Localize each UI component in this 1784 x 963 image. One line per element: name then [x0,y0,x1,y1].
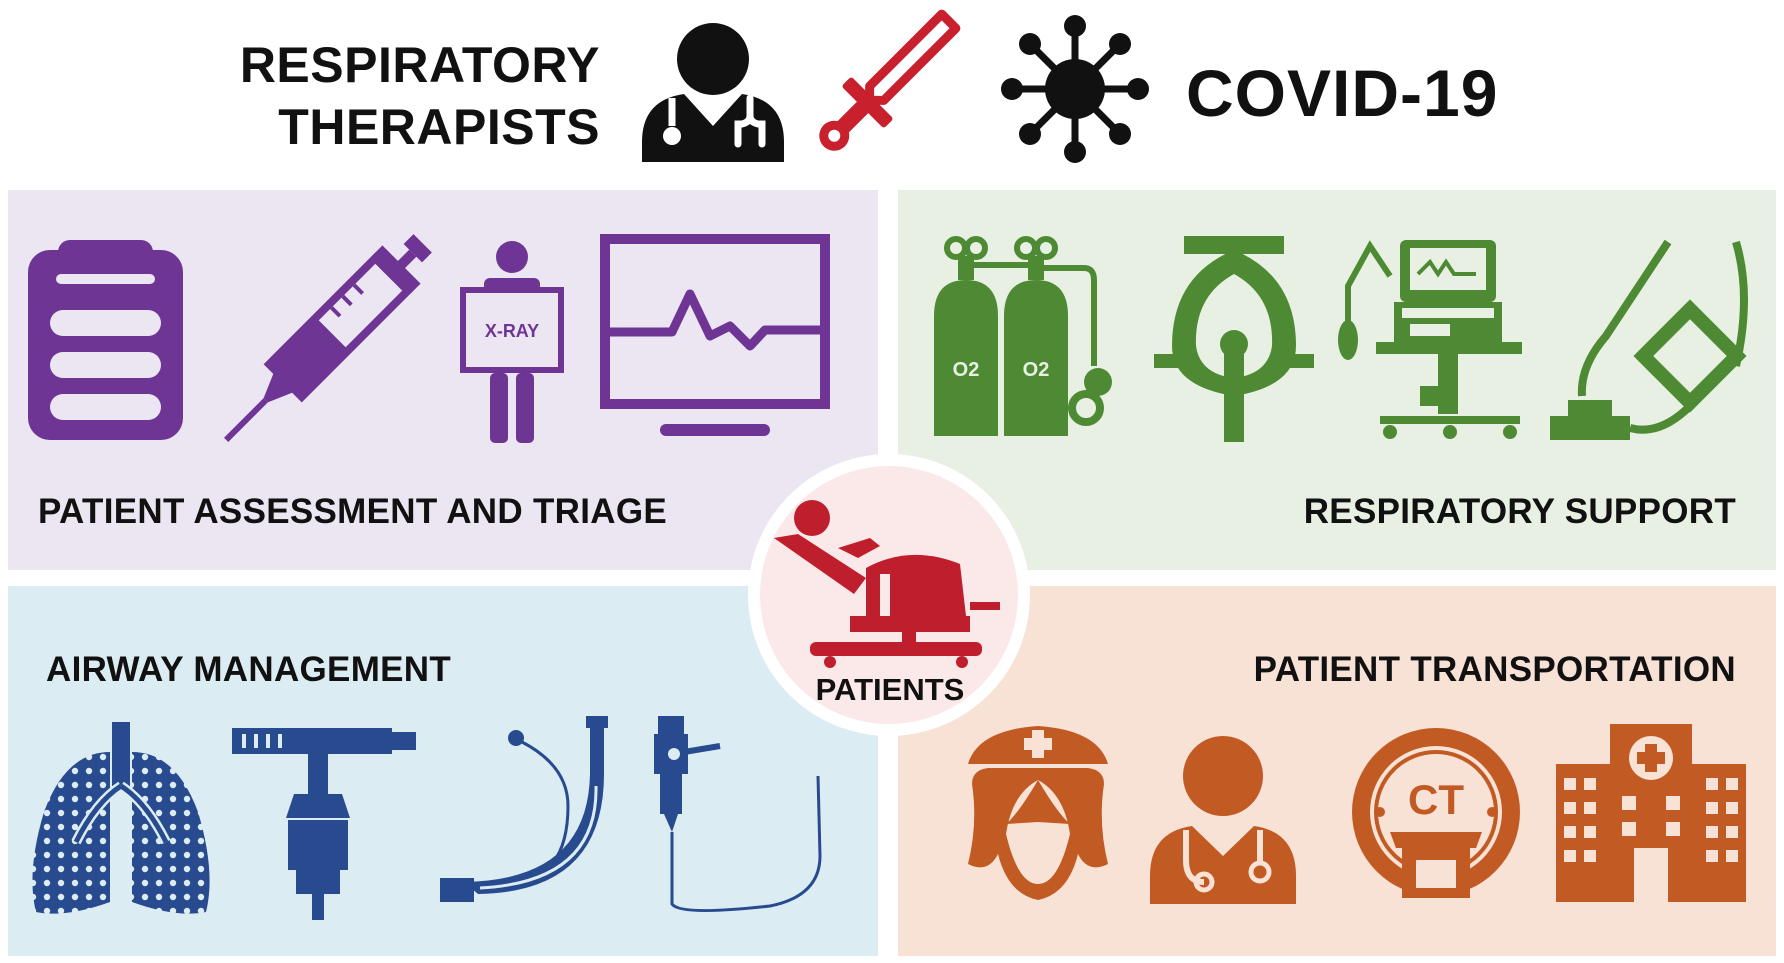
xray-icon: X-RAY [460,241,564,443]
assessment-label: PATIENT ASSESSMENT AND TRIAGE [38,492,668,531]
ct-label: CT [1408,776,1464,823]
patient-bed-icon [774,500,1000,668]
monitor-icon [600,234,830,436]
oxygen-cylinders-icon: O2 O2 [934,236,1112,436]
airway-label: AIRWAY MANAGEMENT [46,650,452,689]
resuscitator-bag-icon [1550,239,1748,440]
face-mask-icon [1154,236,1314,442]
header-title-left: RESPIRATORY THERAPISTS [150,34,600,158]
physician-icon [1150,736,1296,904]
ct-scanner-icon: CT [1352,728,1520,898]
transport-label: PATIENT TRANSPORTATION [1253,650,1736,689]
support-label: RESPIRATORY SUPPORT [1303,492,1736,531]
cylinder-label-2: O2 [1023,359,1050,381]
title-line-2: THERAPISTS [278,99,600,155]
hospital-icon [1556,724,1746,902]
lungs-icon [32,722,210,914]
bronchoscope-icon [654,716,822,913]
laryngoscope-icon [232,728,416,920]
sword-icon [819,9,961,151]
center-label: PATIENTS [815,672,965,707]
header-title-right: COVID-19 [1186,56,1499,130]
clipboard-icon [28,240,183,440]
ventilator-icon [1338,240,1522,439]
cylinder-label-1: O2 [953,359,980,381]
doctor-icon [642,23,784,162]
virus-icon [1001,15,1149,163]
xray-label: X-RAY [485,321,539,341]
syringe-icon [224,234,432,442]
title-line-1: RESPIRATORY [239,37,600,93]
endotracheal-tube-icon [440,716,608,902]
nurse-icon [968,726,1108,900]
